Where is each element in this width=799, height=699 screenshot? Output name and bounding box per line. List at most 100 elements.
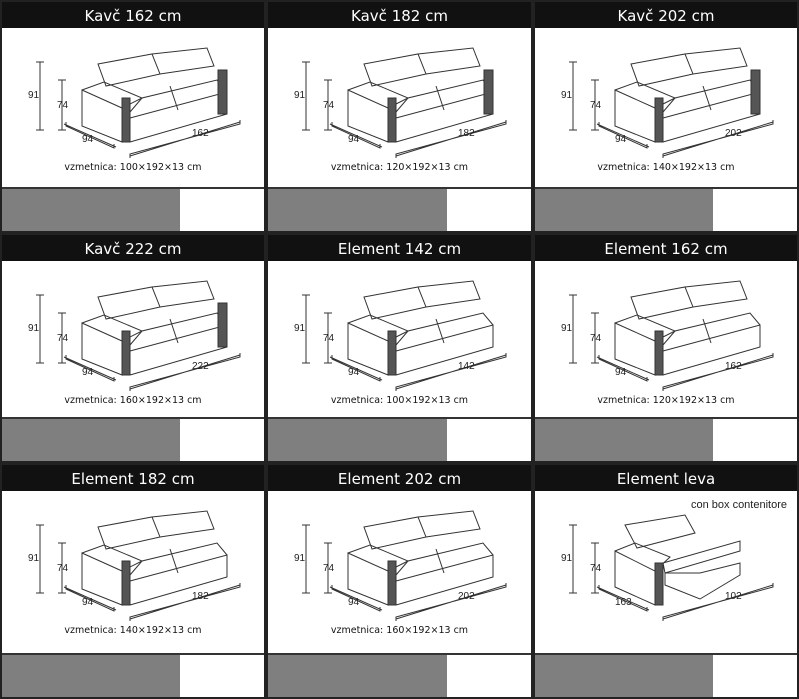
footer-gray-block [535, 189, 714, 231]
dimension-lines [302, 61, 507, 158]
panel-footer [535, 653, 797, 697]
sofa-drawing: 91 74 94 162 [28, 47, 241, 158]
footer-white-block [446, 419, 531, 461]
sofa-icon [347, 280, 494, 376]
footer-gray-block [2, 655, 181, 697]
footer-gray-block [535, 419, 714, 461]
panel-title: Kavč 182 cm [268, 2, 531, 28]
footer-white-block [446, 189, 531, 231]
seat-height-label: 74 [323, 563, 335, 574]
footer-gray-block [268, 419, 447, 461]
mattress-size: vzmetnica: 140×192×13 cm [64, 625, 202, 636]
panel-footer [535, 417, 797, 461]
depth-label: 94 [348, 367, 360, 378]
product-panel: Element 162 cm 91 74 94 162 vzmetnica: 1… [533, 233, 799, 463]
seat-height-label: 74 [57, 333, 69, 344]
footer-white-block [713, 419, 797, 461]
panel-footer [268, 653, 531, 697]
depth-label: 94 [82, 367, 94, 378]
sofa-drawing: 91 74 94 202 [294, 510, 507, 621]
dimension-lines [569, 524, 774, 621]
product-panel: Kavč 222 cm 91 74 94 222 vzmetnica: 160×… [0, 233, 266, 463]
height-label: 91 [294, 553, 306, 564]
sofa-icon [347, 510, 494, 606]
height-label: 91 [294, 323, 306, 334]
width-label: 182 [192, 591, 209, 602]
seat-height-label: 74 [323, 100, 335, 111]
mattress-size: vzmetnica: 100×192×13 cm [64, 162, 202, 173]
depth-label: 94 [615, 367, 627, 378]
sofa-icon [614, 47, 761, 143]
panel-title: Element 182 cm [2, 465, 264, 491]
depth-label: 94 [348, 597, 360, 608]
mattress-size: vzmetnica: 120×192×13 cm [330, 162, 469, 173]
footer-gray-block [2, 189, 181, 231]
panel-title: Element leva [535, 465, 797, 491]
width-label: 222 [192, 361, 209, 372]
width-label: 182 [458, 128, 475, 139]
seat-height-label: 74 [57, 563, 69, 574]
height-label: 91 [28, 90, 40, 101]
footer-gray-block [2, 419, 181, 461]
panel-title: Element 162 cm [535, 235, 797, 261]
width-label: 162 [725, 361, 742, 372]
product-panel: Element 142 cm 91 74 94 142 vzmetnica: 1… [266, 233, 533, 463]
panel-footer [268, 417, 531, 461]
depth-label: 94 [82, 597, 94, 608]
width-label: 202 [458, 591, 475, 602]
height-label: 91 [561, 553, 573, 564]
panel-title: Kavč 202 cm [535, 2, 797, 28]
depth-label: 94 [82, 134, 94, 145]
sofa-drawing: 91 74 94 222 [28, 280, 241, 391]
height-label: 91 [28, 553, 40, 564]
sofa-drawing: 91 74 163 102 [561, 514, 774, 621]
width-label: 202 [725, 128, 742, 139]
dimension-lines [302, 294, 507, 391]
panel-footer [2, 653, 264, 697]
product-panel: Kavč 182 cm 91 74 94 182 vzmetnica: 120×… [266, 0, 533, 233]
depth-label: 163 [615, 597, 632, 608]
panel-title: Kavč 222 cm [2, 235, 264, 261]
panel-title: Kavč 162 cm [2, 2, 264, 28]
panel-footer [268, 187, 531, 231]
footer-gray-block [268, 655, 447, 697]
width-label: 142 [458, 361, 475, 372]
sofa-icon [81, 510, 228, 606]
depth-label: 94 [348, 134, 360, 145]
panel-title: Element 202 cm [268, 465, 531, 491]
mattress-size: vzmetnica: 100×192×13 cm [330, 395, 469, 406]
sofa-icon [81, 47, 228, 143]
product-panel: Element 202 cm 91 74 94 202 vzmetnica: 1… [266, 463, 533, 699]
sofa-drawing: 91 74 94 182 [294, 47, 507, 158]
sofa-icon [81, 280, 228, 376]
product-panel: Element leva 91 74 163 102 con box conte… [533, 463, 799, 699]
height-label: 91 [28, 323, 40, 334]
width-label: 102 [725, 591, 742, 602]
seat-height-label: 74 [590, 100, 602, 111]
panel-note: con box contenitore [690, 499, 787, 511]
footer-white-block [713, 189, 797, 231]
mattress-size: vzmetnica: 140×192×13 cm [597, 162, 735, 173]
seat-height-label: 74 [57, 100, 69, 111]
dimension-lines [569, 294, 774, 391]
panel-footer [2, 417, 264, 461]
sofa-drawing: 91 74 94 142 [294, 280, 507, 391]
sofa-icon [347, 47, 494, 143]
height-label: 91 [294, 90, 306, 101]
footer-white-block [713, 655, 797, 697]
dimension-lines [36, 61, 241, 158]
footer-white-block [180, 419, 264, 461]
sofa-icon [614, 280, 761, 376]
panel-footer [535, 187, 797, 231]
footer-gray-block [535, 655, 714, 697]
product-panel: Kavč 162 cm 91 74 94 162 vzmetnica: 100×… [0, 0, 266, 233]
mattress-size: vzmetnica: 160×192×13 cm [330, 625, 469, 636]
width-label: 162 [192, 128, 209, 139]
depth-label: 94 [615, 134, 627, 145]
seat-height-label: 74 [590, 563, 602, 574]
dimension-lines [36, 294, 241, 391]
mattress-size: vzmetnica: 120×192×13 cm [597, 395, 735, 406]
footer-gray-block [268, 189, 447, 231]
height-label: 91 [561, 323, 573, 334]
